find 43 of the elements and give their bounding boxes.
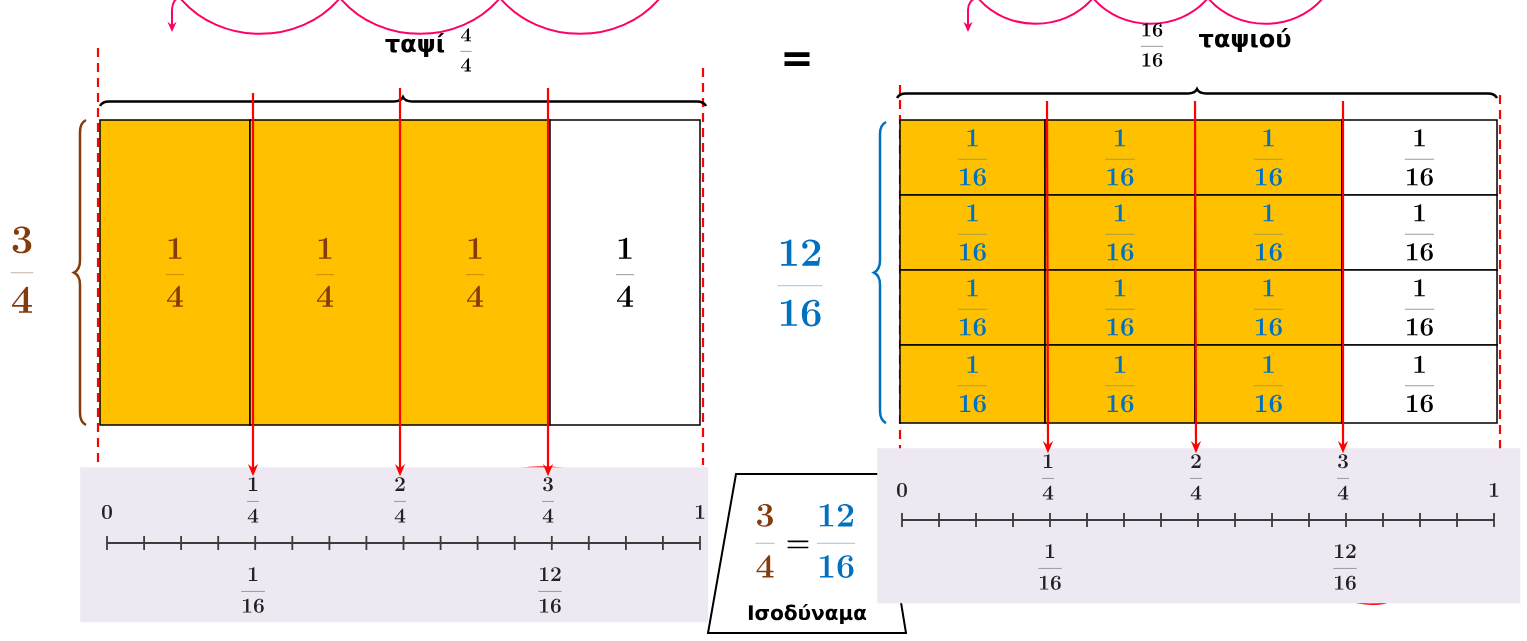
- fraction-cell: $\frac{1}{16}$: [1044, 119, 1196, 196]
- tick-label: $\frac{3}{4}$: [542, 477, 554, 523]
- fraction-cell: $\frac{1}{16}$: [899, 194, 1046, 271]
- tick-label: $0$: [897, 483, 907, 498]
- fraction-cell: $\frac{1}{16}$: [899, 269, 1046, 346]
- fraction-cell: $\frac{1}{16}$: [1341, 344, 1498, 424]
- fraction-cell: $\frac{1}{16}$: [1044, 269, 1196, 346]
- tick-label: $\frac{1}{16}$: [1038, 544, 1062, 590]
- tick-label: $\frac{1}{4}$: [247, 477, 259, 523]
- fraction-cell: $\frac{1}{16}$: [1341, 269, 1498, 346]
- fraction-label: $\frac{4}{4}$: [460, 28, 472, 72]
- fraction-cell: $\frac{1}{16}$: [1194, 269, 1343, 346]
- fraction-cell: $\frac{1}{4}$: [549, 119, 701, 426]
- fraction-cell: $\frac{1}{16}$: [899, 344, 1046, 424]
- fraction-cell: $\frac{1}{16}$: [1044, 344, 1196, 424]
- tick-label: $1$: [695, 505, 705, 519]
- text-label: ταψί: [385, 32, 445, 58]
- fraction-cell: $\frac{1}{16}$: [1194, 344, 1343, 424]
- tick-label: $\frac{2}{4}$: [1190, 454, 1202, 500]
- fraction-cell: $\frac{1}{16}$: [1194, 194, 1343, 271]
- tick-label: $\frac{2}{4}$: [394, 477, 406, 523]
- tick-label: $\frac{12}{16}$: [538, 567, 562, 613]
- tick-label: $0$: [102, 505, 112, 520]
- fraction-label: $\frac{3}{4}$: [10, 226, 34, 313]
- tick-label: $\frac{12}{16}$: [1333, 544, 1357, 590]
- fraction-cell: $\frac{1}{4}$: [99, 119, 251, 426]
- number-line-panel: [80, 467, 709, 623]
- tick-label: $1$: [1489, 483, 1499, 497]
- text-label: =: [784, 52, 810, 66]
- fraction-cell: $\frac{1}{4}$: [249, 119, 401, 426]
- text-label: ταψιού: [1199, 27, 1291, 53]
- fraction-label: $\frac{12}{16}$: [777, 239, 823, 327]
- fraction-cell: $\frac{1}{16}$: [1341, 194, 1498, 271]
- fraction-cell: $\frac{1}{16}$: [1341, 119, 1498, 196]
- fraction-cell: $\frac{1}{16}$: [1194, 119, 1343, 196]
- tick-label: $\frac{1}{4}$: [1042, 454, 1054, 500]
- number-line-panel: [877, 448, 1521, 604]
- fraction-cell: $\frac{1}{4}$: [399, 119, 551, 426]
- fraction-cell: $\frac{1}{16}$: [1044, 194, 1196, 271]
- fraction-label: $\frac{16}{16}$: [1140, 23, 1164, 67]
- tick-label: $\frac{1}{16}$: [241, 567, 265, 613]
- fraction-cell: $\frac{1}{16}$: [899, 119, 1046, 196]
- tick-label: $\frac{3}{4}$: [1337, 454, 1349, 500]
